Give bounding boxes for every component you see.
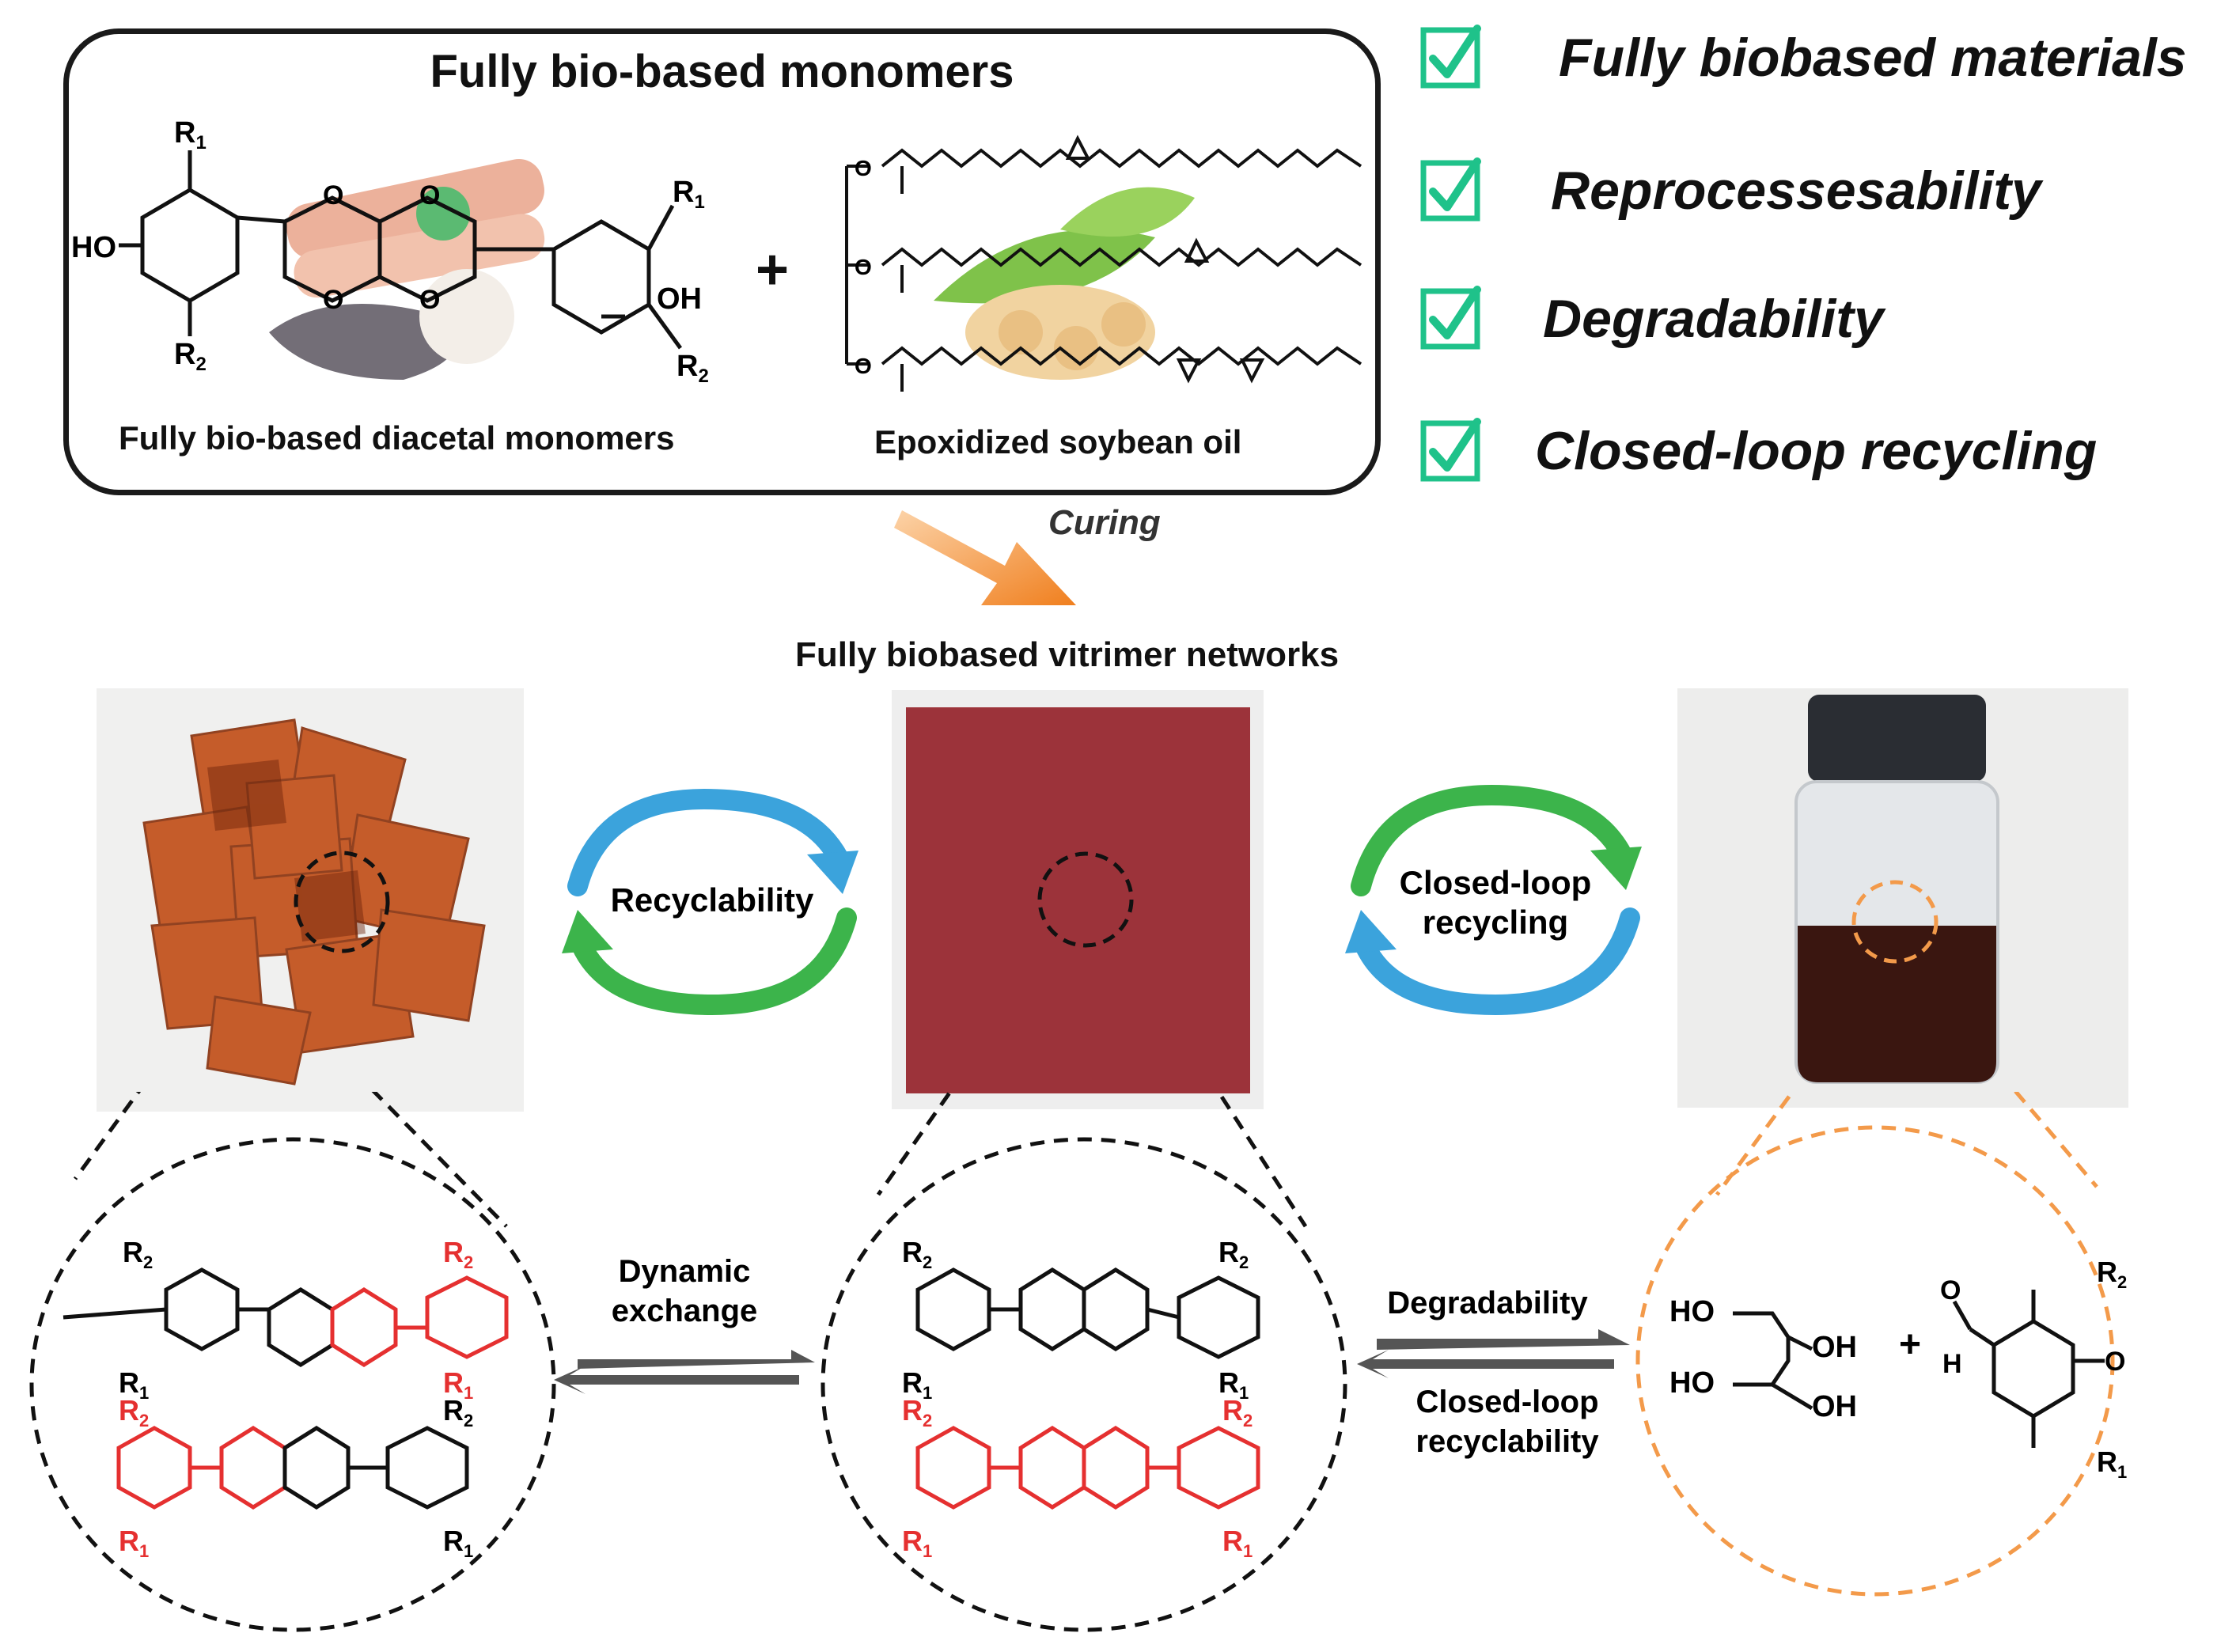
monomer-plus: + — [756, 238, 790, 301]
check-label: Degradability — [1543, 289, 1884, 349]
svg-text:O: O — [419, 180, 440, 210]
svg-text:OH: OH — [657, 282, 702, 316]
svg-text:O: O — [855, 156, 872, 180]
left-r2-label: R2 — [123, 1236, 153, 1272]
middle-network-red — [915, 1426, 1260, 1510]
check-item-degradability: Degradability — [1420, 285, 2227, 380]
svg-text:R1: R1 — [174, 119, 207, 153]
diacetal-monomer-structure: R1 R2 HO O O O O R1 R2 OH — [71, 119, 709, 387]
svg-text:O: O — [323, 180, 343, 210]
curing-label: Curing — [1048, 503, 1161, 542]
checkbox-icon — [1420, 418, 1481, 482]
oh-label-1: OH — [1812, 1331, 1857, 1364]
recycled-film-photo — [97, 688, 524, 1112]
middle-r2b-label: R2 — [1218, 1236, 1249, 1272]
closed-loop-label-1: Closed-loop — [1400, 864, 1592, 901]
degradability-arrows — [1357, 1329, 1630, 1378]
svg-text:R1: R1 — [673, 176, 705, 213]
check-label: Fully biobased materials — [1559, 28, 2187, 88]
svg-text:HO: HO — [71, 231, 116, 264]
network-title: Fully biobased vitrimer networks — [795, 635, 1340, 674]
middle-red-r1b-label: R1 — [1222, 1525, 1253, 1561]
middle-network-black — [915, 1267, 1260, 1359]
middle-r1b-label: R1 — [1218, 1366, 1249, 1403]
left-network-red-top — [330, 1275, 509, 1367]
products-plus: + — [1899, 1324, 1921, 1366]
monomer-box-title: Fully bio-based monomers — [430, 46, 1014, 97]
aldehyde-h-label: H — [1942, 1349, 1962, 1379]
left-network-red-bottom — [116, 1426, 287, 1510]
closed-loop-recyclability-label-1: Closed-loop — [1416, 1385, 1598, 1419]
middle-red-r1-label: R1 — [902, 1525, 932, 1561]
ho-label-1: HO — [1669, 1295, 1715, 1328]
zoom-lines — [73, 1092, 1308, 1228]
middle-r1-label: R1 — [902, 1366, 932, 1403]
aldehyde-r1-label: R1 — [2097, 1446, 2127, 1482]
checkbox-icon — [1420, 286, 1481, 350]
svg-text:O: O — [855, 354, 872, 378]
check-item-closed-loop: Closed-loop recycling — [1420, 417, 2227, 512]
aldehyde-ether-o-label: O — [2105, 1347, 2125, 1377]
dynamic-label-2: exchange — [612, 1294, 758, 1328]
degradability-label: Degradability — [1387, 1286, 1588, 1320]
check-item-biobased: Fully biobased materials — [1420, 24, 2227, 119]
soybean-oil-structure: O O O — [845, 135, 1362, 392]
check-label: Closed-loop recycling — [1535, 421, 2098, 481]
svg-text:O: O — [323, 285, 343, 315]
left-network-black-bottom — [282, 1426, 469, 1510]
zoom-circle-middle — [820, 1137, 1347, 1632]
left-r1b-label: R1 — [443, 1525, 473, 1561]
diacetal-caption: Fully bio-based diacetal monomers — [119, 419, 675, 457]
zoom-lines-orange — [1715, 1092, 2098, 1196]
aldehyde-structure — [1952, 1290, 2105, 1448]
check-item-reprocessability: Reprocessesability — [1420, 157, 2227, 252]
check-label: Reprocessesability — [1551, 161, 2041, 221]
closed-loop-recyclability-label-2: recyclability — [1416, 1424, 1599, 1459]
glycerol-structure — [1733, 1311, 1813, 1411]
triglyceride-bonds — [845, 135, 1362, 392]
aldehyde-o-label: O — [1940, 1275, 1961, 1305]
svg-text:R2: R2 — [676, 350, 709, 387]
zoom-circle-right — [1635, 1125, 2115, 1597]
svg-text:O: O — [855, 255, 872, 279]
checkbox-icon — [1420, 157, 1481, 222]
recyclability-cycle-icon: Recyclability — [562, 788, 858, 1016]
svg-text:R2: R2 — [174, 338, 207, 375]
closed-loop-cycle-icon: Closed-loop recycling — [1345, 784, 1642, 1016]
middle-r2-label: R2 — [902, 1236, 932, 1272]
ho-label-2: HO — [1669, 1366, 1715, 1400]
soybean-caption: Epoxidized soybean oil — [874, 423, 1242, 460]
degraded-solution-vial-photo — [1677, 688, 2128, 1108]
diacetal-bonds — [119, 150, 683, 350]
oh-label-2: OH — [1812, 1390, 1857, 1423]
closed-loop-label-2: recycling — [1423, 904, 1568, 941]
checkbox-icon — [1420, 25, 1481, 89]
dynamic-exchange-arrows — [554, 1350, 815, 1394]
network-chemistry-panel: R2 R1 R2 R1 R2 R1 R2 R1 R2 R1 R2 R1 R2 R… — [29, 1092, 2127, 1632]
svg-text:O: O — [419, 285, 440, 315]
cinnamon-illustration — [269, 159, 545, 380]
vitrimer-film-photo — [892, 690, 1264, 1109]
left-red-r2-label: R2 — [443, 1236, 473, 1272]
aldehyde-r2-label: R2 — [2097, 1256, 2127, 1292]
dynamic-label-1: Dynamic — [619, 1254, 751, 1289]
recyclability-label: Recyclability — [611, 881, 814, 919]
left-network-black — [63, 1267, 335, 1367]
zoom-circle-left — [29, 1137, 556, 1632]
left-red-r1b-label: R1 — [119, 1525, 149, 1561]
curing-arrow — [894, 510, 1076, 605]
